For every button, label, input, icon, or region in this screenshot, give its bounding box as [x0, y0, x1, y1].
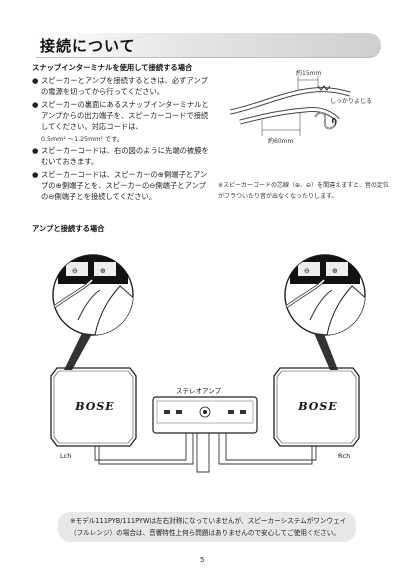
svg-text:⊕: ⊕ — [332, 267, 338, 275]
left-terminal-detail: ⊖ ⊕ — [52, 254, 134, 336]
amp-connection-heading: アンプと接続する場合 — [32, 224, 105, 233]
section-title-bar: 接続について — [36, 33, 381, 58]
symmetry-note-box: ※モデル111PYB/111PYWは左右対称になっていませんが、スピーカーシステ… — [58, 512, 356, 542]
connection-diagram: ⊖ ⊕ ⊖ ⊕ — [50, 254, 366, 473]
label-strip-15mm: 約15mm — [296, 70, 322, 77]
label-strip-60mm: 約60mm — [268, 138, 294, 145]
page-number: 5 — [200, 556, 205, 564]
symmetry-note-line-2: （フルレンジ）の場合は、音響特性上何ら問題はありませんので安心してご使用ください… — [70, 529, 340, 537]
right-speaker — [273, 367, 360, 447]
speaker-cables — [94, 433, 317, 473]
amp-label: ステレオアンプ — [176, 387, 222, 395]
bullet-1: ● スピーカーとアンプを接続するときは、必ずアンプの電源を切ってから行ってくださ… — [32, 76, 208, 96]
section-title: 接続について — [40, 37, 136, 55]
right-terminal-detail: ⊖ ⊕ — [284, 254, 366, 336]
bullet-4: ● スピーカーコードは、スピーカーの⊕側端子とアンプの⊕側端子とを、スピーカーの… — [32, 170, 208, 201]
lch-label: Lch — [60, 452, 72, 460]
stereo-amplifier — [152, 396, 258, 434]
snap-terminal-heading: スナップインターミナルを使用して接続する場合 — [32, 63, 193, 72]
left-speaker — [50, 367, 137, 447]
wire-stripping-illustration — [230, 76, 351, 136]
rch-label: Rch — [338, 452, 351, 460]
left-speaker-logo: BOSE — [75, 400, 115, 413]
wire-polarity-note: ※スピーカーコードの芯線（⊕、⊖）を間違えますと、音の定位がフラついたり音が出な… — [218, 182, 389, 200]
symmetry-note-line-1: ※モデル111PYB/111PYWは左右対称になっていませんが、スピーカーシステ… — [70, 517, 347, 525]
svg-text:⊖: ⊖ — [304, 267, 310, 275]
cord-range: 0.5mm² 〜1.25mm² です。 — [41, 136, 124, 143]
svg-text:⊖: ⊖ — [72, 267, 78, 275]
right-speaker-logo: BOSE — [298, 400, 338, 413]
bullet-3: ● スピーカーコードは、右の図のように先端の被膜をむいておきます。 — [32, 146, 209, 166]
svg-text:⊕: ⊕ — [100, 267, 106, 275]
label-twist: しっかりよじる — [330, 98, 373, 105]
bullet-2: ● スピーカーの裏面にあるスナップインターミナルとアンプからの出力端子を、スピー… — [32, 100, 209, 131]
